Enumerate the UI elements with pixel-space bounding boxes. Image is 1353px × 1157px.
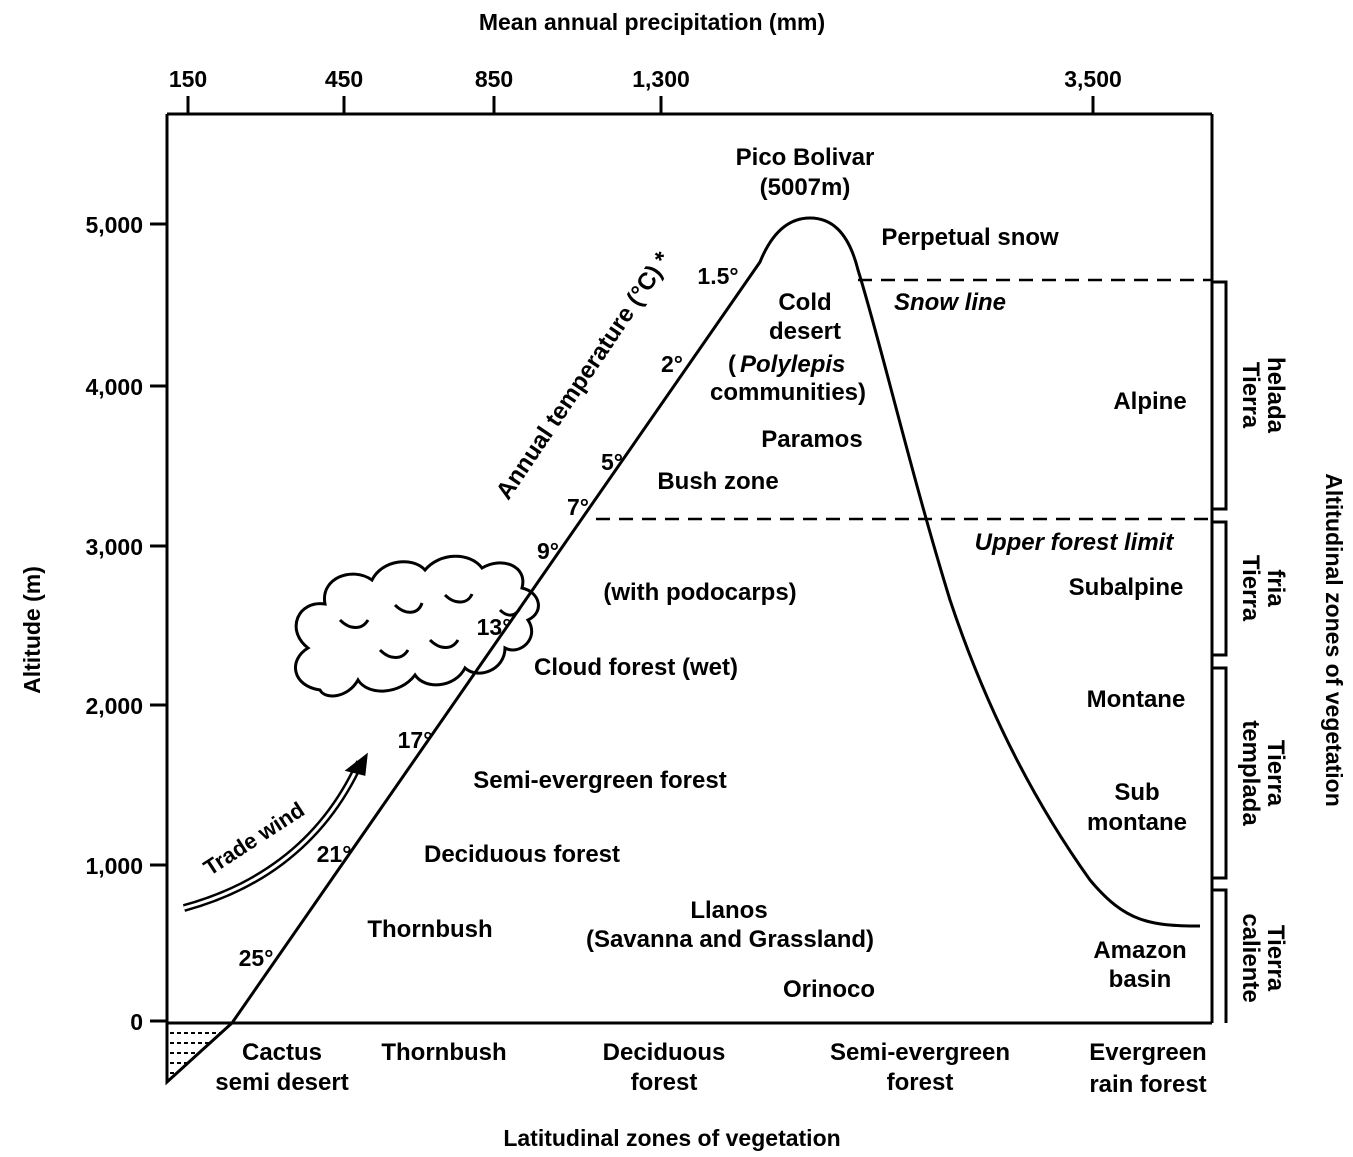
left-tick-label: 5,000	[85, 212, 143, 238]
savanna-label: (Savanna and Grassland)	[586, 926, 874, 953]
left-tick-label: 4,000	[85, 374, 143, 400]
top-tick-label: 3,500	[1064, 66, 1122, 92]
lat-zone-semi-evergreen-line2: forest	[887, 1069, 954, 1096]
top-ticks	[186, 96, 1095, 114]
label-montane: Montane	[1087, 686, 1186, 713]
annual-temperature-label: Annual temperature (°C) *	[491, 247, 677, 505]
podocarps-label: (with podocarps)	[603, 579, 796, 606]
cactus-zone-fill	[165, 1021, 236, 1086]
left-tick-label: 0	[130, 1009, 143, 1035]
zone-tierra-caliente-line1: Tierra	[1262, 925, 1289, 992]
lat-zone-semi-evergreen-line1: Semi-evergreen	[830, 1039, 1010, 1066]
temp-value: 2°	[661, 351, 683, 377]
trade-wind-label: Trade wind	[199, 797, 309, 881]
left-axis-title: Altitude (m)	[19, 566, 45, 694]
polylepis-communities: communities)	[710, 379, 866, 406]
paramos-label: Paramos	[761, 426, 862, 453]
lat-zone-evergreen-line1: Evergreen	[1089, 1039, 1206, 1066]
orinoco-label: Orinoco	[783, 976, 875, 1003]
label-subalpine: Subalpine	[1069, 574, 1184, 601]
semi-evergreen-forest-label: Semi-evergreen forest	[473, 767, 726, 794]
top-axis-title: Mean annual precipitation (mm)	[479, 9, 825, 35]
polylepis-label: Polylepis	[740, 351, 845, 378]
label-amazon: Amazon	[1093, 937, 1186, 964]
temp-value: 17°	[398, 727, 433, 753]
lat-zone-cactus-line1: Cactus	[242, 1039, 322, 1066]
llanos-label: Llanos	[690, 897, 767, 924]
top-tick-label: 1,300	[632, 66, 690, 92]
zone-tierra-helada-line1: Tierra	[1237, 362, 1264, 429]
perpetual-snow-label: Perpetual snow	[881, 224, 1059, 251]
lat-zone-deciduous-line2: forest	[631, 1069, 698, 1096]
bush-zone-label: Bush zone	[657, 468, 778, 495]
lat-zone-thornbush: Thornbush	[381, 1039, 506, 1066]
cold-desert-line1: Cold	[778, 289, 831, 316]
temp-value: 21°	[317, 841, 352, 867]
left-tick-label: 1,000	[85, 853, 143, 879]
cloud-forest-label: Cloud forest (wet)	[534, 654, 738, 681]
peak-name: Pico Bolivar	[736, 144, 875, 171]
left-tick-label: 2,000	[85, 693, 143, 719]
cold-desert-line2: desert	[769, 318, 841, 345]
zone-tierra-templada-line2: templada	[1237, 720, 1264, 826]
top-tick-label: 850	[475, 66, 513, 92]
thornbush-label: Thornbush	[367, 916, 492, 943]
lat-zone-cactus-line2: semi desert	[215, 1069, 348, 1096]
zone-tierra-caliente-line2: caliente	[1237, 913, 1264, 1002]
top-tick-label: 150	[169, 66, 207, 92]
zone-tierra-templada-line1: Tierra	[1262, 740, 1289, 807]
zone-tierra-fria-line1: Tierra	[1237, 555, 1264, 622]
left-tick-label: 3,000	[85, 534, 143, 560]
bottom-axis-title: Latitudinal zones of vegetation	[503, 1125, 840, 1151]
temp-value: 25°	[239, 945, 274, 971]
right-axis-title: Altitudinal zones of vegetation	[1321, 473, 1347, 807]
deciduous-forest-label: Deciduous forest	[424, 841, 620, 868]
mountain-profile	[230, 216, 1201, 1024]
zone-tierra-fria-line2: fria	[1262, 569, 1289, 607]
label-sub: Sub	[1114, 779, 1159, 806]
snow-line-label: Snow line	[894, 289, 1006, 316]
temp-value: 13°	[477, 614, 512, 640]
label-basin: basin	[1109, 966, 1172, 993]
plot-frame	[165, 112, 1214, 1025]
label-alpine: Alpine	[1113, 388, 1186, 415]
lat-zone-evergreen-line2: rain forest	[1089, 1071, 1206, 1098]
label-submontane: montane	[1087, 809, 1187, 836]
lat-zone-deciduous-line1: Deciduous	[603, 1039, 726, 1066]
temp-value: 7°	[567, 494, 589, 520]
altitudinal-brackets	[1212, 280, 1228, 1023]
left-ticks	[150, 222, 167, 1023]
trade-wind-arrow	[182, 752, 368, 912]
cloud-icon	[294, 554, 540, 698]
zone-tierra-helada-line2: helada	[1262, 357, 1289, 434]
peak-height: (5007m)	[760, 174, 851, 201]
temp-value: 1.5°	[697, 263, 738, 289]
upper-forest-limit-label: Upper forest limit	[975, 529, 1175, 556]
temp-value: 9°	[537, 538, 559, 564]
polylepis-open-paren: (	[728, 351, 736, 378]
temp-value: 5°	[601, 449, 623, 475]
top-tick-label: 450	[325, 66, 363, 92]
